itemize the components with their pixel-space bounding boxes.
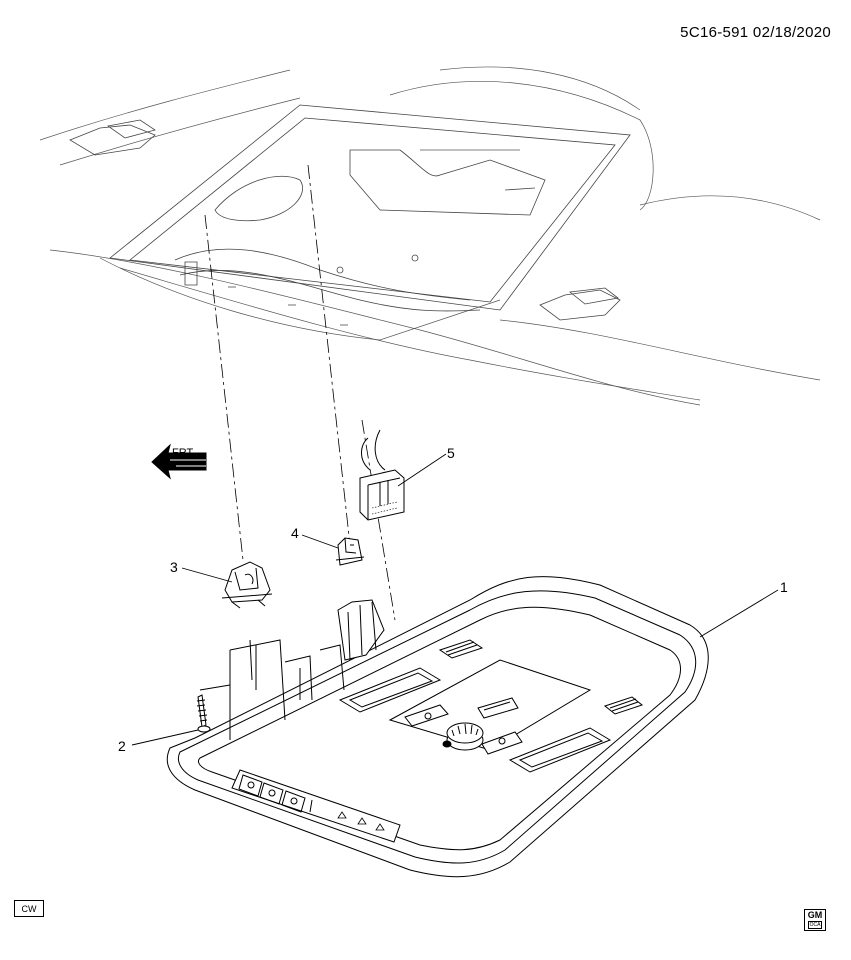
grab-handle-left (69, 119, 156, 156)
callout-5: 5 (447, 445, 455, 461)
cw-badge: CW (14, 900, 44, 917)
headliner-outline (39, 66, 821, 406)
gm-logo-text: GM (807, 910, 823, 920)
callout-2: 2 (118, 738, 126, 754)
roof-opening (109, 104, 631, 326)
grab-handle-right (539, 287, 621, 321)
part-2-screw (196, 694, 211, 733)
diagram-code: 5C16-591 02/18/2020 (680, 24, 831, 41)
callout-1: 1 (780, 579, 788, 595)
part-1-overhead-console (166, 576, 709, 878)
part-3-bracket (221, 561, 273, 609)
part-5-connector (359, 429, 405, 521)
frt-label: FRT (172, 447, 193, 459)
gm-logo-subtext: OCA (807, 921, 823, 929)
callout-3: 3 (170, 559, 178, 575)
front-direction-arrow: FRT (151, 443, 207, 480)
part-4-clip (335, 537, 365, 566)
gm-logo: GM OCA (804, 909, 826, 931)
callout-4: 4 (291, 525, 299, 541)
callout-leaders (131, 453, 779, 746)
assembly-leader-lines (204, 164, 396, 621)
